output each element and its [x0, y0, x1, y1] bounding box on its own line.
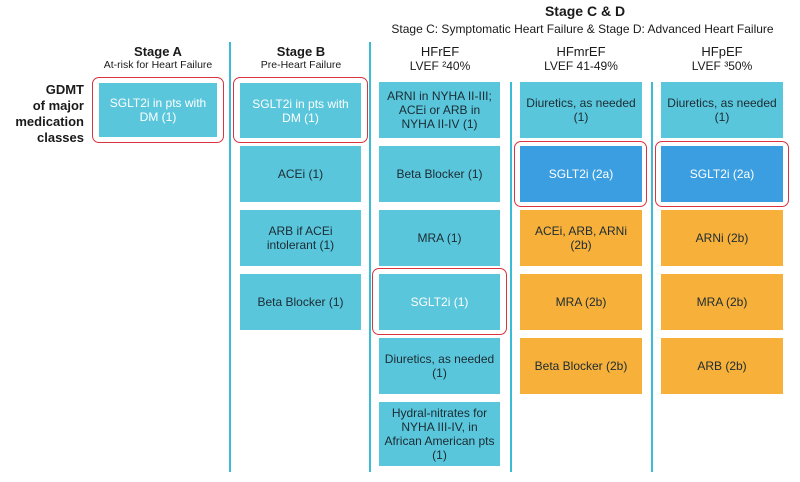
- column-divider: [510, 82, 512, 472]
- hfpef-arni-box: ARNi (2b): [661, 210, 783, 266]
- stage-b-acei-box: ACEi (1): [240, 146, 361, 202]
- highlight-outline: [372, 268, 507, 335]
- column-header-stage-a: Stage A At-risk for Heart Failure: [92, 44, 224, 71]
- hfref-sglt2i-box: SGLT2i (1): [379, 274, 500, 330]
- hfmref-acei-arb-arni-box: ACEi, ARB, ARNi (2b): [520, 210, 642, 266]
- hfpef-diuretics-box: Diuretics, as needed (1): [661, 82, 783, 138]
- row-label-line: classes: [37, 130, 84, 145]
- hfpef-sglt2i-box: SGLT2i (2a): [661, 146, 783, 202]
- hfref-subtitle: LVEF ²40%: [409, 59, 471, 73]
- hfref-beta-blocker-box: Beta Blocker (1): [379, 146, 500, 202]
- row-label-line: GDMT: [45, 82, 84, 97]
- stage-b-sglt2i-box: SGLT2i in pts with DM (1): [240, 83, 361, 138]
- stage-a-sglt2i-box: SGLT2i in pts with DM (1): [99, 83, 217, 137]
- hfpef-arb-box: ARB (2b): [661, 338, 783, 394]
- hfref-title: HFrEF: [420, 44, 460, 59]
- stage-cd-title: Stage C & D: [544, 3, 626, 19]
- highlight-outline: [92, 77, 224, 143]
- highlight-outline: [655, 141, 789, 207]
- stage-a-subtitle: At-risk for Heart Failure: [103, 59, 213, 71]
- hfmref-title: HFmrEF: [556, 44, 606, 59]
- stage-b-arb-box: ARB if ACEi intolerant (1): [240, 210, 361, 266]
- column-header-hfref: HFrEF LVEF ²40%: [378, 44, 502, 73]
- hfmref-diuretics-box: Diuretics, as needed (1): [520, 82, 642, 138]
- highlight-outline: [233, 77, 368, 143]
- hfref-arni-box: ARNI in NYHA II-III; ACEi or ARB in NYHA…: [379, 82, 500, 138]
- hfref-mra-box: MRA (1): [379, 210, 500, 266]
- hfpef-subtitle: LVEF ³50%: [691, 59, 753, 73]
- column-divider: [651, 82, 653, 472]
- stage-a-title: Stage A: [134, 44, 182, 59]
- column-divider: [229, 42, 231, 472]
- stage-b-title: Stage B: [276, 44, 326, 59]
- row-label-gdmt: GDMT of major medication classes: [0, 82, 84, 146]
- stage-cd-subtitle: Stage C: Symptomatic Heart Failure & Sta…: [391, 22, 774, 36]
- hfmref-beta-blocker-box: Beta Blocker (2b): [520, 338, 642, 394]
- column-header-stage-b: Stage B Pre-Heart Failure: [238, 44, 364, 71]
- row-label-line: medication: [15, 114, 84, 129]
- hfmref-subtitle: LVEF 41-49%: [544, 59, 618, 73]
- hfpef-title: HFpEF: [701, 44, 743, 59]
- stage-b-subtitle: Pre-Heart Failure: [260, 59, 342, 71]
- column-header-hfmref: HFmrEF LVEF 41-49%: [519, 44, 643, 73]
- highlight-outline: [514, 141, 647, 207]
- hfref-hydral-nitrates-box: Hydral-nitrates for NYHA III-IV, in Afri…: [379, 402, 500, 466]
- column-header-hfpef: HFpEF LVEF ³50%: [660, 44, 784, 73]
- hfref-diuretics-box: Diuretics, as needed (1): [379, 338, 500, 394]
- stage-b-beta-blocker-box: Beta Blocker (1): [240, 274, 361, 330]
- row-label-line: of major: [32, 98, 84, 113]
- hfpef-mra-box: MRA (2b): [661, 274, 783, 330]
- hfmref-sglt2i-box: SGLT2i (2a): [520, 146, 642, 202]
- hfmref-mra-box: MRA (2b): [520, 274, 642, 330]
- column-divider: [369, 42, 371, 472]
